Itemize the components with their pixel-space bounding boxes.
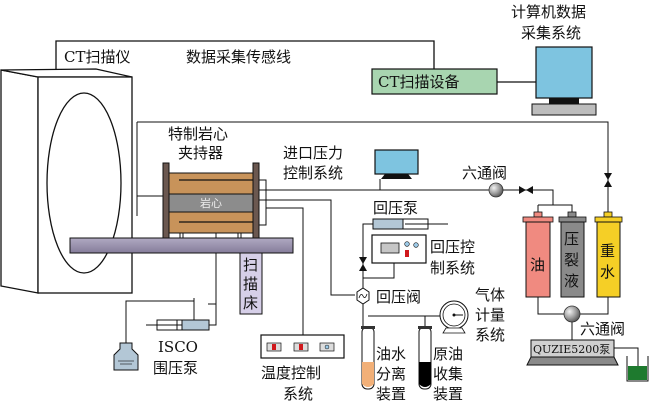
crude-oil-collector-label-3: 装置 (433, 385, 463, 403)
six-way-valve-bottom (563, 305, 581, 323)
svg-text:裂: 裂 (564, 251, 579, 269)
needle-valve-icon-vertical (604, 173, 612, 187)
temp-control-label-1: 温度控制 (261, 364, 321, 382)
data-sensor-line-label: 数据采集传感线 (186, 48, 291, 66)
computer-monitor-icon (531, 46, 597, 116)
crude-oil-collector-label-1: 原油 (433, 345, 463, 363)
svg-text:油: 油 (530, 256, 545, 274)
six-way-valve-top-label: 六通阀 (462, 164, 507, 182)
back-pressure-control-label-2: 制系统 (430, 259, 475, 277)
core-label: 岩心 (200, 196, 222, 210)
svg-text:压: 压 (564, 230, 579, 248)
back-pressure-control-unit (371, 234, 427, 264)
needle-valve-icon-bp (359, 257, 367, 271)
svg-text:床: 床 (243, 294, 258, 312)
back-pressure-control-label-1: 回压控 (430, 238, 475, 256)
gas-meter-icon (439, 300, 469, 334)
computer-system-label-1: 计算机数据 (511, 3, 586, 21)
ct-scanner-label: CT扫描仪 (64, 48, 130, 66)
waste-beaker (626, 356, 649, 382)
core-holder-label-2: 夹持器 (178, 144, 223, 162)
oil-water-separator-label-2: 分离 (376, 365, 406, 383)
oil-water-separator-label-1: 油水 (376, 345, 406, 363)
isco-pump-label-2: 围压泵 (153, 359, 198, 377)
ct-scan-device: CT扫描设备 (371, 68, 498, 95)
cylinder-heavy-water: 重 水 (594, 211, 623, 298)
svg-text:CT扫描设备: CT扫描设备 (378, 73, 459, 91)
isco-pump-syringe (146, 319, 210, 331)
svg-text:QUZIE5200泵: QUZIE5200泵 (533, 343, 610, 356)
core-holder: 岩心 (162, 162, 260, 243)
ct-scanner (0, 68, 133, 294)
temp-control-label-2: 系统 (283, 385, 313, 403)
svg-text:液: 液 (564, 272, 579, 290)
quizix-pump: QUZIE5200泵 (526, 339, 619, 366)
data-sensor-line (55, 40, 435, 70)
back-pressure-valve-label: 回压阀 (376, 288, 421, 306)
inlet-monitor-icon (374, 149, 419, 190)
isco-reservoir-bottle (113, 342, 139, 371)
oil-water-separator-label-3: 装置 (376, 385, 406, 403)
six-way-valve-top (488, 182, 504, 198)
gas-meter-label-1: 气体 (475, 286, 505, 304)
six-way-valve-bottom-label: 六通阀 (580, 320, 625, 338)
isco-pump-label-1: ISCO (158, 338, 198, 356)
core-holder-label-1: 特制岩心 (168, 125, 228, 143)
cylinder-oil: 油 (522, 211, 554, 298)
crude-oil-collector-tube (418, 326, 432, 390)
back-pressure-valve (356, 287, 370, 305)
scan-table (69, 237, 294, 254)
svg-text:水: 水 (600, 263, 615, 281)
svg-text:重: 重 (600, 242, 615, 260)
inlet-pressure-label-2: 控制系统 (283, 164, 343, 182)
inlet-pressure-label-1: 进口压力 (283, 144, 343, 162)
computer-system-label-2: 采集系统 (521, 24, 581, 42)
back-pressure-pump-label: 回压泵 (373, 199, 418, 217)
cylinder-frac-fluid: 压 裂 液 (558, 211, 587, 298)
needle-valve-icon (519, 186, 533, 194)
crude-oil-collector-label-2: 收集 (433, 365, 463, 383)
ct-gantry-bore (46, 92, 122, 274)
gas-meter-label-2: 计量 (475, 306, 505, 324)
scan-bed: 扫 描 床 (239, 252, 263, 315)
svg-text:描: 描 (243, 275, 258, 293)
oil-water-separator-tube (361, 326, 375, 390)
back-pressure-pump-syringe (372, 218, 448, 230)
svg-text:扫: 扫 (243, 256, 258, 274)
temperature-control-unit (260, 334, 345, 359)
gas-meter-label-3: 系统 (475, 326, 505, 344)
